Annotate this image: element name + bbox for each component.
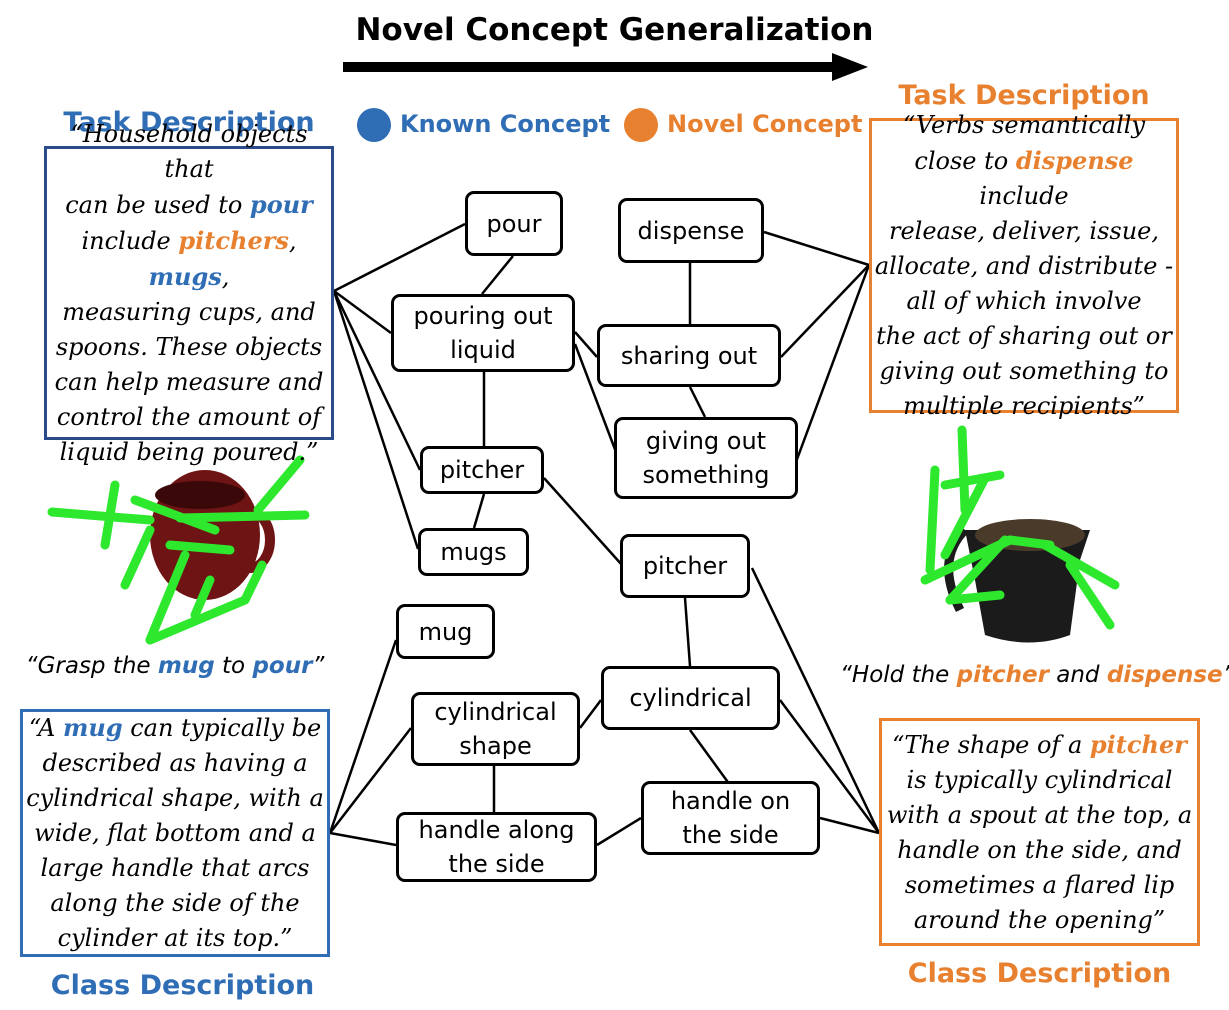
node-dispense: dispense [618,198,764,263]
right-class-description: “The shape of a pitcher is typically cyl… [879,718,1200,946]
left-class-heading: Class Description [50,970,315,1001]
left-task-description: “Household objects that can be used to p… [44,120,334,466]
left-class-description: “A mug can typically be described as hav… [20,709,330,957]
right-task-heading: Task Description [898,80,1150,111]
left-task-heading: Task Description [63,107,315,138]
right-class-heading: Class Description [907,958,1172,989]
generalization-arrow [343,53,868,81]
node-pitcher-left: pitcher [420,446,544,494]
figure-title: Novel Concept Generalization [355,12,874,48]
node-mug: mug [396,604,495,659]
right-caption: “Hold the pitcher and dispense” [840,662,1229,688]
node-sharing-out: sharing out [597,324,781,387]
pitcher-grasp-render [920,425,1120,643]
node-cylindrical: cylindrical [601,666,780,730]
legend-novel: Novel Concept [667,110,863,138]
legend-known: Known Concept [400,110,611,138]
known-concept-dot [357,108,391,142]
node-pour: pour [465,191,563,256]
right-task-description: “Verbs semantically close to dispense in… [869,111,1179,420]
novel-concept-dot [624,108,658,142]
mug-grasp-render [47,455,310,645]
graph-edges [328,222,881,847]
left-caption: “Grasp the mug to pour” [25,653,325,679]
node-pitcher-right: pitcher [620,534,750,598]
node-mugs: mugs [418,528,529,576]
